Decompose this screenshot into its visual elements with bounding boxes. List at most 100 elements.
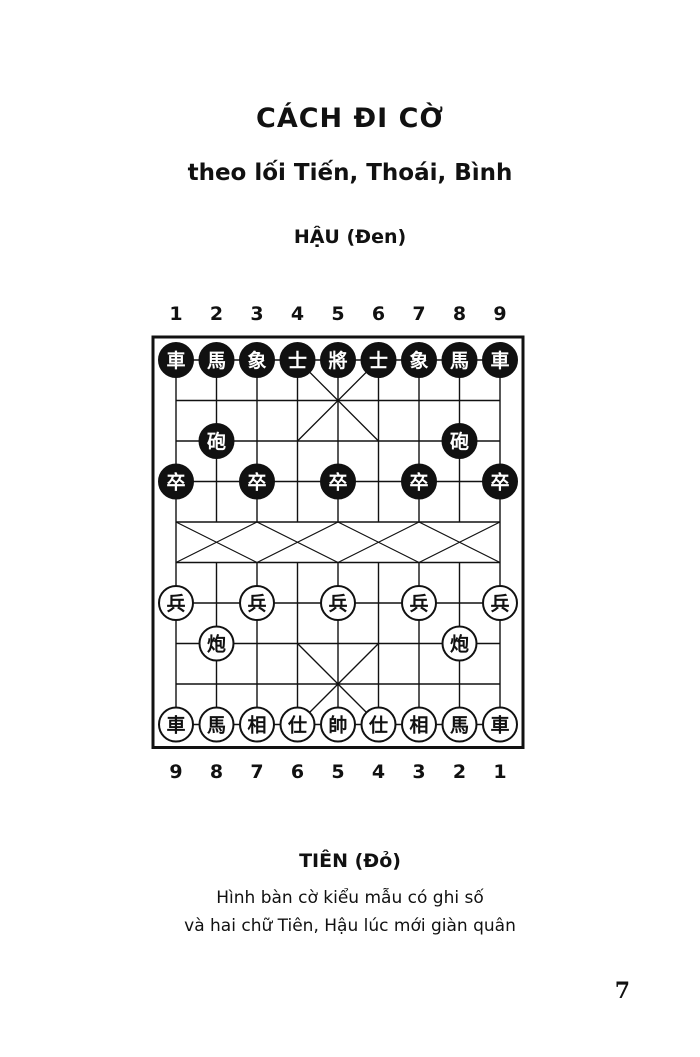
red-cannon-2-piece[interactable]: 炮 [441, 625, 478, 662]
river-diagonal [256, 521, 339, 564]
black-chariot-1-piece[interactable]: 車 [158, 342, 194, 378]
top-file-number: 5 [331, 303, 345, 325]
top-side-label: HẬU (Đen) [293, 226, 407, 248]
bottom-file-number: 4 [371, 761, 386, 783]
board-frame [151, 335, 525, 749]
red-soldier-3-piece[interactable]: 兵 [320, 585, 356, 621]
black-advisor-1-piece[interactable]: 士 [279, 342, 316, 378]
piece-label: 卒 [328, 471, 347, 494]
black-soldier-2-piece[interactable]: 卒 [239, 463, 275, 500]
piece-disc [360, 342, 397, 378]
page-title: CÁCH ĐI CỜ [256, 103, 444, 134]
black-horse-1-piece[interactable]: 馬 [198, 342, 235, 378]
black-horse-2-piece[interactable]: 馬 [441, 342, 478, 378]
piece-label: 兵 [409, 593, 428, 615]
river-diagonal [175, 521, 258, 564]
top-file-number: 1 [169, 303, 183, 325]
red-advisor-2-piece[interactable]: 仕 [360, 706, 397, 743]
piece-disc [320, 706, 356, 743]
bottom-file-number: 9 [169, 761, 183, 783]
piece-disc [320, 463, 356, 500]
red-soldier-2-piece[interactable]: 兵 [239, 585, 275, 621]
piece-label: 馬 [450, 350, 469, 372]
piece-label: 車 [490, 714, 509, 737]
black-soldier-3-piece[interactable]: 卒 [320, 463, 356, 500]
red-chariot-2-piece[interactable]: 車 [482, 706, 518, 743]
piece-label: 炮 [207, 633, 226, 656]
black-cannon-1-piece[interactable]: 砲 [198, 423, 235, 459]
piece-label: 士 [288, 350, 307, 372]
piece-disc [158, 706, 194, 743]
piece-label: 卒 [409, 471, 428, 494]
piece-label: 馬 [207, 350, 226, 372]
top-file-number: 6 [371, 303, 386, 325]
red-general-piece[interactable]: 帥 [320, 706, 356, 743]
black-general-piece[interactable]: 將 [320, 342, 356, 378]
piece-disc [441, 625, 478, 662]
red-soldier-5-piece[interactable]: 兵 [482, 585, 518, 621]
piece-disc [441, 342, 478, 378]
caption-line-1: Hình bàn cờ kiểu mẫu có ghi số [216, 888, 484, 908]
piece-label: 兵 [166, 593, 185, 615]
piece-label: 相 [247, 715, 266, 737]
black-cannon-2-piece[interactable]: 砲 [441, 423, 478, 459]
piece-label: 砲 [207, 431, 226, 453]
red-soldier-4-piece[interactable]: 兵 [401, 585, 437, 621]
black-elephant-1-piece[interactable]: 象 [239, 342, 275, 378]
caption-line-2: và hai chữ Tiên, Hậu lúc mới giàn quân [184, 916, 516, 936]
red-chariot-1-piece[interactable]: 車 [158, 706, 194, 743]
piece-disc [482, 585, 518, 621]
piece-disc [279, 706, 316, 743]
piece-label: 帥 [328, 714, 347, 737]
red-soldier-1-piece[interactable]: 兵 [158, 585, 194, 621]
piece-disc [441, 706, 478, 743]
piece-label: 卒 [247, 471, 266, 494]
black-elephant-2-piece[interactable]: 象 [401, 342, 437, 378]
bottom-file-number: 2 [452, 761, 467, 783]
piece-label: 砲 [450, 431, 469, 453]
piece-label: 馬 [450, 715, 469, 737]
piece-label: 仕 [287, 714, 307, 737]
piece-disc [482, 706, 518, 743]
piece-disc [482, 463, 518, 500]
red-elephant-2-piece[interactable]: 相 [401, 706, 437, 743]
red-advisor-1-piece[interactable]: 仕 [279, 706, 316, 743]
red-horse-2-piece[interactable]: 馬 [441, 706, 478, 743]
black-soldier-5-piece[interactable]: 卒 [482, 463, 518, 500]
piece-label: 士 [369, 350, 388, 372]
top-file-number: 4 [290, 303, 305, 325]
piece-disc [239, 585, 275, 621]
top-file-number: 2 [209, 303, 224, 325]
river-diagonal [418, 521, 501, 564]
black-soldier-4-piece[interactable]: 卒 [401, 463, 437, 500]
piece-label: 仕 [368, 714, 388, 737]
piece-disc [198, 423, 235, 459]
piece-disc [158, 585, 194, 621]
river-diagonal [337, 521, 420, 564]
black-advisor-2-piece[interactable]: 士 [360, 342, 397, 378]
bottom-side-label: TIÊN (Đỏ) [299, 850, 401, 872]
piece-label: 卒 [490, 471, 509, 494]
piece-disc [239, 706, 275, 743]
black-chariot-2-piece[interactable]: 車 [482, 342, 518, 378]
piece-disc [401, 342, 437, 378]
red-elephant-1-piece[interactable]: 相 [239, 706, 275, 743]
bottom-file-numbers: 9 8 7 6 5 4 3 2 1 [0, 761, 700, 791]
piece-disc [158, 342, 194, 378]
bottom-file-number: 6 [290, 761, 305, 783]
red-horse-1-piece[interactable]: 馬 [198, 706, 235, 743]
page-subtitle: theo lối Tiến, Thoái, Bình [187, 160, 513, 186]
red-cannon-1-piece[interactable]: 炮 [198, 625, 235, 662]
piece-disc [158, 463, 194, 500]
top-file-number: 9 [493, 303, 507, 325]
bottom-file-number: 7 [250, 761, 264, 783]
piece-label: 象 [409, 349, 428, 372]
bottom-file-number: 3 [412, 761, 426, 783]
black-soldier-1-piece[interactable]: 卒 [158, 463, 194, 500]
top-file-number: 8 [452, 303, 467, 325]
piece-label: 將 [328, 349, 347, 372]
bottom-file-number: 5 [331, 761, 345, 783]
page-number: 7 [614, 978, 630, 1004]
bottom-file-number: 8 [209, 761, 224, 783]
piece-label: 象 [247, 349, 266, 372]
